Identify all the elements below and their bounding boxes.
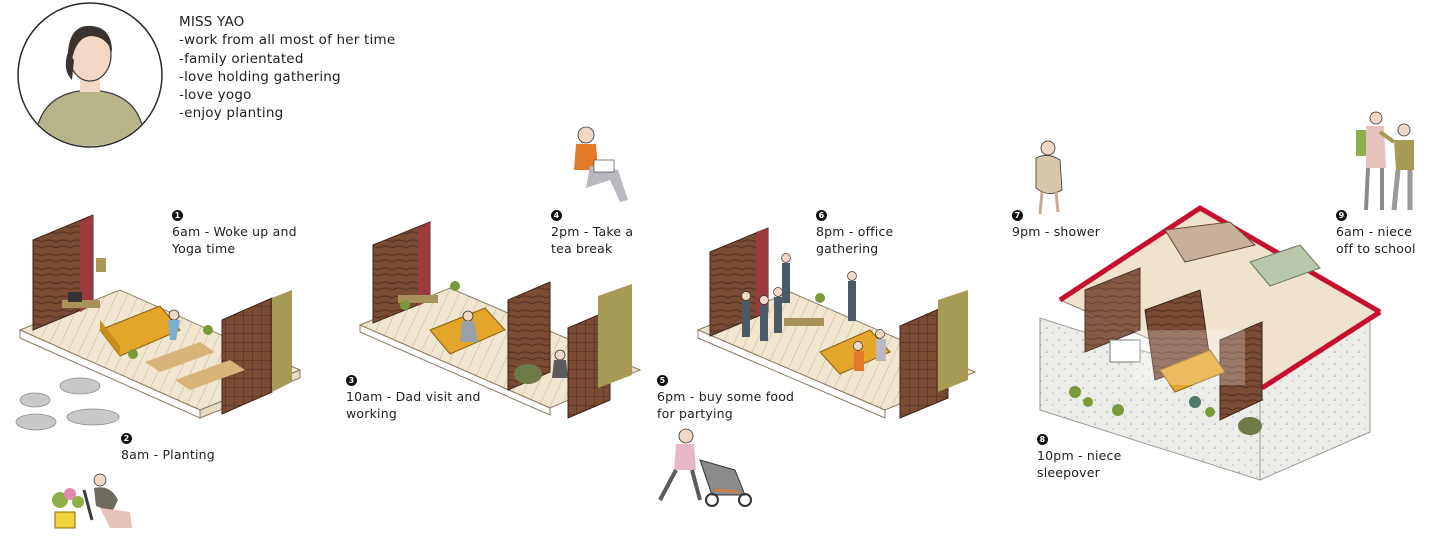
step-number-badge: 7 (1012, 210, 1023, 221)
step-5: 5 6pm - buy some food for partying (657, 371, 794, 422)
persona-profile: MISS YAO -work from all most of her time… (179, 13, 395, 123)
shower-figure (1035, 140, 1063, 215)
step-number-badge: 1 (172, 210, 183, 221)
step-text: working (346, 405, 397, 421)
step-text: 9pm - shower (1012, 224, 1101, 239)
persona-trait: -enjoy planting (179, 105, 284, 122)
step-number-badge: 5 (657, 375, 668, 386)
step-3: 3 10am - Dad visit and working (346, 371, 481, 422)
persona-trait: -love yogo (179, 87, 252, 104)
step-number-badge: 8 (1037, 434, 1048, 445)
step-2: 2 8am - Planting (121, 429, 215, 464)
scene-yoga-room (18, 214, 302, 419)
step-text: 6am - Woke up and (172, 224, 297, 239)
step-text: 2pm - Take a (551, 224, 634, 239)
step-number-badge: 3 (346, 375, 357, 386)
scene-full-house (1039, 205, 1382, 481)
step-text: for partying (657, 405, 733, 421)
step-text: 10pm - niece (1037, 448, 1122, 463)
step-number-badge: 9 (1336, 210, 1347, 221)
persona-trait: -love holding gathering (179, 68, 341, 85)
step-1: 1 6am - Woke up and Yoga time (172, 206, 297, 257)
step-number-badge: 6 (816, 210, 827, 221)
step-7: 7 9pm - shower (1012, 206, 1100, 241)
step-text: sleepover (1037, 464, 1100, 480)
step-6: 6 8pm - office gathering (816, 206, 893, 257)
step-8: 8 10pm - niece sleepover (1037, 430, 1122, 481)
niece-school-figures (1356, 111, 1414, 211)
step-4: 4 2pm - Take a tea break (551, 206, 633, 257)
step-text: 6am - niece (1336, 224, 1413, 239)
step-text: 6pm - buy some food (657, 389, 795, 404)
scene-office-gathering (696, 227, 977, 419)
step-text: gathering (816, 240, 879, 256)
persona-name: MISS YAO (179, 14, 245, 30)
step-text: 8am - Planting (121, 447, 215, 462)
clouds-decoration (15, 377, 120, 431)
step-number-badge: 4 (551, 210, 562, 221)
step-text: off to school (1336, 240, 1416, 256)
planting-figure (52, 473, 132, 529)
tea-break-figure (574, 126, 628, 202)
step-number-badge: 2 (121, 433, 132, 444)
persona-trait: -work from all most of her time (179, 32, 396, 49)
step-text: 8pm - office (816, 224, 894, 239)
avatar (17, 2, 163, 148)
step-9: 9 6am - niece off to school (1336, 206, 1416, 257)
step-text: 10am - Dad visit and (346, 389, 481, 404)
step-text: tea break (551, 240, 613, 256)
stroller-figure (658, 428, 752, 507)
scene-dad-visit (358, 221, 642, 419)
persona-trait: -family orientated (179, 50, 304, 67)
step-text: Yoga time (172, 240, 236, 256)
